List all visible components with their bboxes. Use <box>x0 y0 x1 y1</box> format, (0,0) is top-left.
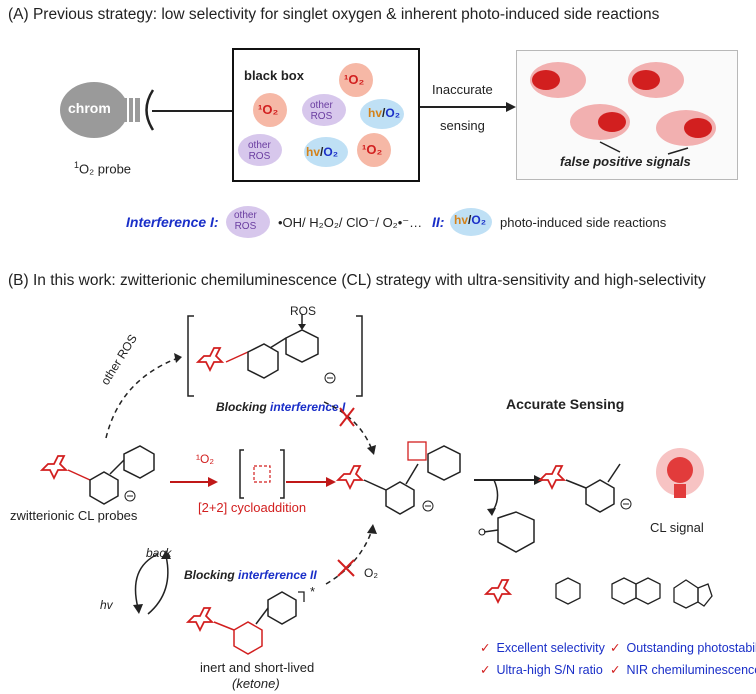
cl-signal-label: CL signal <box>650 520 704 535</box>
bb-singlet-oxygen-3: ¹O₂ <box>362 142 383 157</box>
false-positive-label: false positive signals <box>560 154 691 169</box>
adamantanone-structure <box>478 511 535 553</box>
bb-hv-o2-1: hv/O₂ <box>368 106 401 120</box>
acceptor-examples <box>483 577 713 609</box>
blocking-interference-2: Blocking interference II <box>184 568 317 582</box>
interference-2-label: II: <box>432 214 445 230</box>
back-label: back <box>146 546 172 560</box>
interference-hv-o2: hv/O₂ <box>454 213 487 227</box>
emitter-structure <box>538 463 632 513</box>
arrow-label-1: Inaccurate <box>432 82 493 97</box>
section-b-title: (B) In this work: zwitterionic chemilumi… <box>8 272 706 289</box>
probe-name: zwitterionic CL probes <box>10 508 138 523</box>
hv-o2-bubble-icon <box>450 208 492 236</box>
ketone-label-1: inert and short-lived <box>200 660 315 675</box>
dioxetane-bracket <box>239 449 285 499</box>
bb-singlet-oxygen-1: ¹O₂ <box>344 72 365 87</box>
bb-singlet-oxygen-2: ¹O₂ <box>258 102 279 117</box>
other-ros-bubble-icon <box>226 206 270 238</box>
other-ros-arrow <box>105 353 182 439</box>
blocked-arrow-1 <box>323 401 376 455</box>
false-positive-bulbs <box>530 62 716 155</box>
black-box-bubbles <box>238 63 404 167</box>
b-singlet-oxygen: ¹O₂ <box>196 452 214 466</box>
interference-1-label: Interference I: <box>126 214 219 230</box>
zwitterionic-probe-structure <box>40 445 155 505</box>
ros-intermediate-structure <box>187 314 363 397</box>
cl-signal-bulb-icon <box>656 448 704 498</box>
probe-label: 1O₂ probe <box>74 160 132 177</box>
bb-hv-o2-2: hv/O₂ <box>306 145 339 159</box>
black-box-label: black box <box>244 68 304 83</box>
interference-1-species: •OH/ H₂O₂/ ClO⁻/ O₂•⁻… <box>278 215 423 230</box>
feature-4: ✓NIR chemiluminescence <box>610 663 756 677</box>
feature-2: ✓Outstanding photostability <box>610 641 756 655</box>
inaccurate-arrow <box>420 102 516 112</box>
probe-bulb-icon <box>60 82 155 138</box>
ketone-label-2: (ketone) <box>232 676 280 691</box>
ros-label: ROS <box>290 304 317 318</box>
ketone-structure <box>186 591 305 655</box>
feature-1: ✓Excellent selectivity <box>480 641 605 655</box>
section-a-title: (A) Previous strategy: low selectivity f… <box>8 6 660 23</box>
blocked-arrow-2 <box>325 524 377 585</box>
interference-2-text: photo-induced side reactions <box>500 215 667 230</box>
b-o2-label: O₂ <box>364 566 378 580</box>
excited-state-star: * <box>310 584 316 599</box>
arrow-label-2: sensing <box>440 118 485 133</box>
cycloaddition-label: [2+2] cycloaddition <box>198 500 307 515</box>
dioxetane-structure <box>336 441 461 515</box>
photo-cycle-arrows <box>133 550 171 615</box>
connector-line <box>152 110 232 112</box>
accurate-sensing-label: Accurate Sensing <box>506 396 625 412</box>
decomposition-arrow <box>474 475 544 516</box>
singlet-oxygen-arrow <box>170 477 336 487</box>
probe-chrom-label: chrom <box>68 100 111 116</box>
hv-label: hv <box>100 598 113 612</box>
feature-3: ✓Ultra-high S/N ratio <box>480 663 603 677</box>
